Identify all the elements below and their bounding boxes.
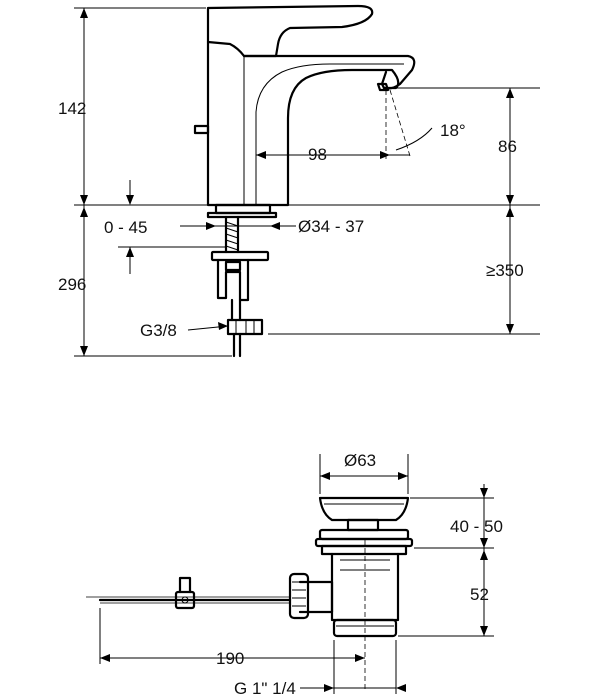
faucet-view: 142 86 98 18° 0 - 45 Ø34 - 37 (58, 4, 540, 358)
dim-height-total: 142 (58, 99, 86, 118)
faucet-body (193, 4, 416, 207)
dim-deck-thickness: 0 - 45 (104, 218, 147, 237)
dim-hose-length: 296 (58, 275, 86, 294)
dim-min-clearance: ≥350 (486, 261, 524, 280)
dim-spout-height: 86 (498, 137, 517, 156)
dim-body-height: 52 (470, 585, 489, 604)
pop-up-plug (314, 496, 414, 556)
mounting-assembly (206, 203, 278, 358)
control-rod (86, 576, 292, 610)
dim-hole-diameter: Ø34 - 37 (298, 217, 364, 236)
dim-stroke: 40 - 50 (450, 517, 503, 536)
dim-reach: 98 (308, 145, 327, 164)
dim-plug-diameter: Ø63 (344, 451, 376, 470)
waste-view: Ø63 40 - 50 52 190 G 1" 1/4 (86, 451, 503, 698)
dim-angle: 18° (440, 121, 466, 140)
dim-connection: G3/8 (140, 321, 177, 340)
waste-body (288, 552, 400, 638)
dim-rod-length: 190 (216, 649, 244, 668)
dim-thread: G 1" 1/4 (234, 679, 296, 698)
